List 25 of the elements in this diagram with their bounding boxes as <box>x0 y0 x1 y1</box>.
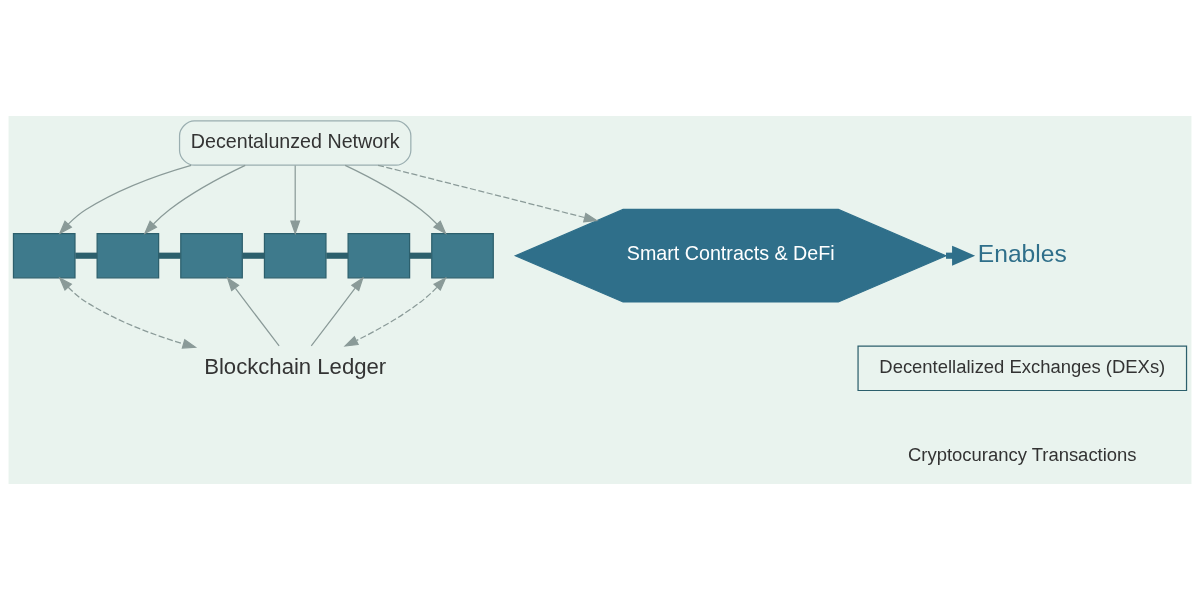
node-box <box>431 232 494 279</box>
arrow <box>226 276 280 347</box>
connector <box>75 252 98 259</box>
node-box <box>12 232 76 279</box>
arrow <box>58 164 192 235</box>
connector <box>158 252 181 259</box>
arrow <box>344 164 447 235</box>
node-box: Decentellalized Exchanges (DEXs) <box>857 345 1188 392</box>
connector <box>242 252 265 259</box>
node-box: Decentalunzed Network <box>178 120 412 166</box>
arrow <box>143 164 246 235</box>
node-box <box>263 232 327 279</box>
arrow <box>58 276 198 349</box>
node-box <box>180 232 243 279</box>
arrow <box>310 276 364 347</box>
node-text: Enables <box>977 239 1067 267</box>
arrow <box>343 276 447 347</box>
node-text: Cryptocurancy Transactions <box>908 444 1137 466</box>
node-text: Blockchain Ledger <box>204 353 387 379</box>
node-box <box>347 232 411 279</box>
arrow <box>377 164 599 223</box>
connector <box>326 252 349 259</box>
arrow <box>290 164 301 236</box>
connector <box>409 252 432 259</box>
node-box <box>96 232 160 279</box>
